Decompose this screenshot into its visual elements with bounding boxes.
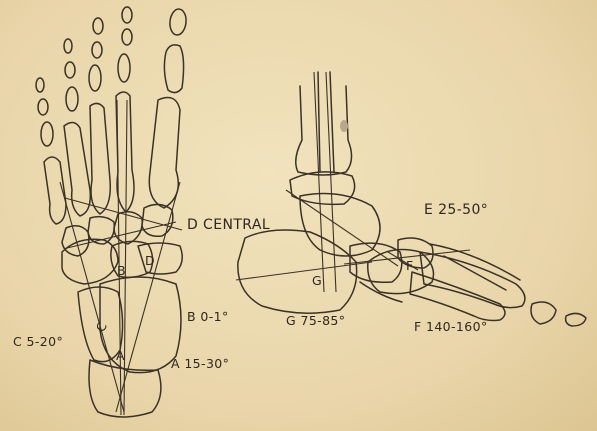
midfoot-forefoot-bones (350, 238, 586, 326)
toe-phalanges (36, 7, 187, 146)
tarsal-bones (62, 204, 182, 417)
lateral-foot-view (236, 72, 586, 326)
tibia-fibula (296, 72, 352, 175)
label-a-angle: A 15-30° (171, 356, 229, 371)
label-f-angle: F 140-160° (414, 319, 488, 334)
point-d: D (145, 253, 155, 268)
diagram-labels: D CENTRAL E 25-50° B 0-1° C 5-20° A 15-3… (13, 202, 488, 371)
point-g: G (312, 273, 322, 288)
point-f: F (406, 258, 414, 273)
point-b: B (117, 263, 126, 278)
point-a: A (116, 348, 125, 363)
label-e-angle: E 25-50° (424, 202, 488, 218)
point-c: C (93, 319, 111, 334)
label-g-angle: G 75-85° (286, 313, 345, 328)
label-d-central: D CENTRAL (187, 217, 270, 233)
hindfoot-bones (238, 172, 380, 313)
label-c-angle: C 5-20° (13, 334, 63, 349)
label-b-angle: B 0-1° (187, 309, 229, 324)
dorsoplantar-foot-view (36, 7, 187, 417)
